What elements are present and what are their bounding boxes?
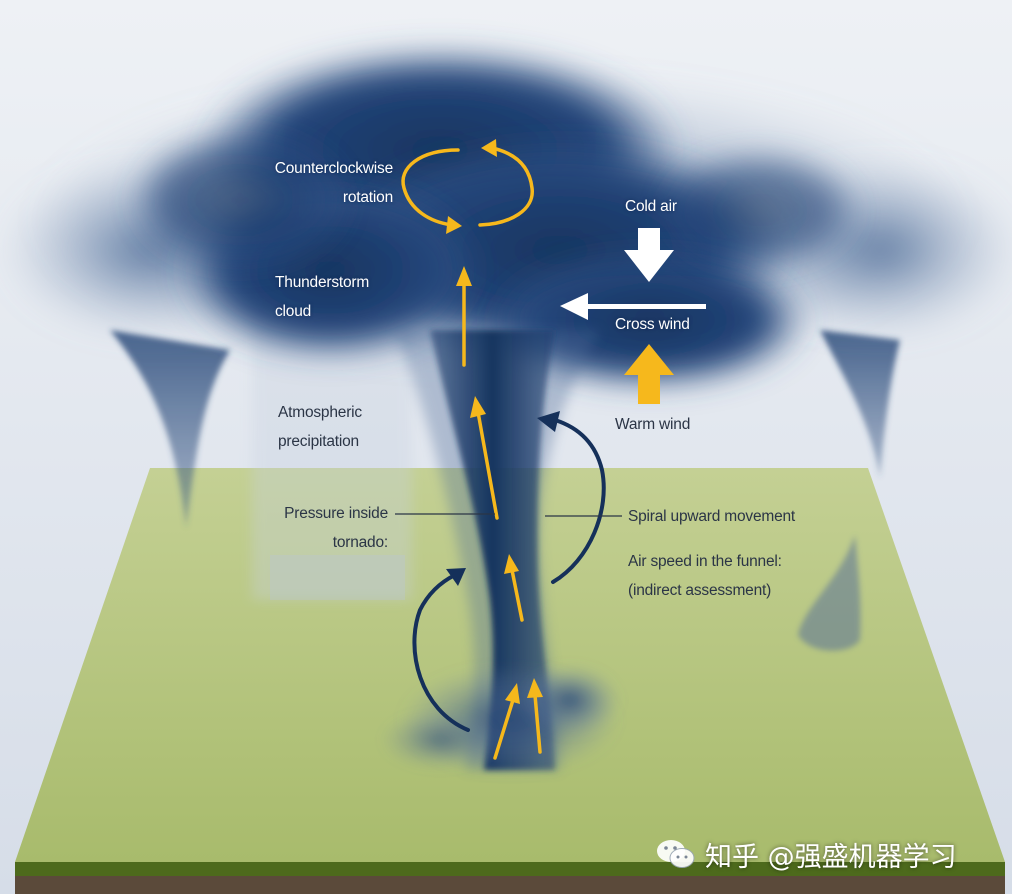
label-atmospheric-precipitation: Atmospheric precipitation	[278, 398, 362, 456]
label-line: (indirect assessment)	[628, 582, 772, 599]
cross-wind-arrow	[560, 293, 706, 320]
left-side-funnel	[110, 330, 230, 528]
label-warm-wind: Warm wind	[615, 410, 690, 439]
warm-wind-arrow	[624, 344, 674, 404]
cold-air-arrow	[624, 228, 674, 282]
label-line: Air speed in the funnel:	[628, 553, 782, 570]
label-spiral-upward-movement: Spiral upward movement	[628, 502, 795, 531]
distant-dust-funnel	[798, 535, 861, 651]
label-thunderstorm-cloud: Thunderstorm cloud	[275, 268, 369, 326]
wechat-icon	[657, 840, 695, 868]
label-line: Cold air	[625, 198, 677, 215]
right-side-funnel	[820, 330, 900, 478]
rotation-arrows	[401, 139, 534, 234]
label-line: cloud	[275, 303, 312, 320]
label-line: Spiral upward movement	[628, 508, 796, 525]
tornado-funnel	[380, 330, 620, 775]
label-line: Pressure inside	[284, 505, 388, 522]
label-air-speed-in-funnel: Air speed in the funnel: (indirect asses…	[628, 547, 782, 605]
pressure-readout-box	[270, 555, 405, 600]
label-cold-air: Cold air	[625, 192, 677, 221]
label-line: precipitation	[278, 433, 359, 450]
updraft-arrows	[456, 266, 543, 760]
label-line: Cross wind	[615, 316, 690, 333]
label-line: Counterclockwise	[274, 160, 393, 177]
label-line: Thunderstorm	[275, 274, 370, 291]
label-line: rotation	[342, 189, 393, 206]
label-cross-wind: Cross wind	[615, 310, 690, 339]
spiral-arrows	[412, 411, 606, 732]
label-line: tornado:	[332, 534, 388, 551]
watermark: 知乎 @强盛机器学习	[655, 832, 957, 876]
label-line: Warm wind	[615, 416, 691, 433]
label-line: Atmospheric	[278, 404, 362, 421]
watermark-text: 知乎 @强盛机器学习	[705, 841, 957, 873]
label-counterclockwise-rotation: Counterclockwise rotation	[246, 154, 393, 212]
label-pressure-inside-tornado: Pressure inside tornado:	[268, 499, 388, 557]
storm-cloud	[0, 45, 1012, 390]
